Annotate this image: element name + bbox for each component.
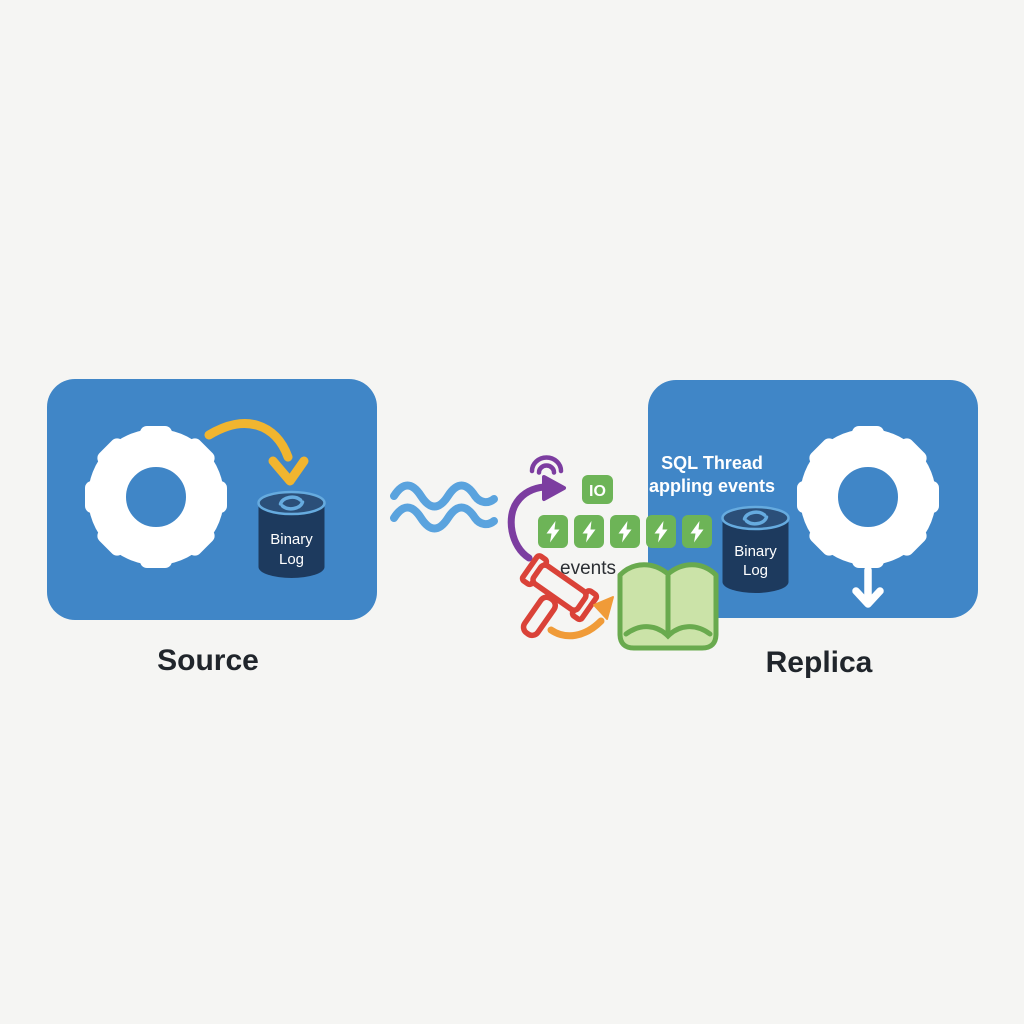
binary-log-label-line2: Log <box>743 562 768 579</box>
replication-pipeline: IO events <box>390 455 719 651</box>
down-arrow-icon <box>852 566 884 608</box>
lightning-bolt-icon <box>538 515 568 548</box>
lightning-bolt-icon <box>682 515 712 548</box>
replica-label: Replica <box>766 646 873 679</box>
io-badge-label: IO <box>589 483 606 500</box>
waves-icon <box>390 481 498 533</box>
sql-thread-caption-line2: appling events <box>649 476 775 496</box>
gear-icon <box>797 426 939 568</box>
source-box: Binary Log Source <box>47 379 377 677</box>
binary-log-label-line2: Log <box>279 551 304 568</box>
sql-thread-caption-line1: SQL Thread <box>661 453 763 473</box>
database-cylinder-icon: Binary Log <box>257 490 326 578</box>
open-book-icon <box>617 562 719 651</box>
curved-arrow-up-icon <box>547 596 614 640</box>
lightning-bolt-icon <box>574 515 604 548</box>
events-label: events <box>560 558 616 579</box>
database-cylinder-icon: Binary Log <box>721 505 790 593</box>
binary-log-label-line1: Binary <box>270 531 313 548</box>
source-label: Source <box>157 644 259 677</box>
io-thread-badge: IO <box>582 475 613 504</box>
gear-icon <box>85 426 227 568</box>
hammer-icon <box>519 553 600 639</box>
lightning-bolt-icon <box>610 515 640 548</box>
lightning-bolt-icon <box>646 515 676 548</box>
curved-arrow-down-icon <box>204 419 309 486</box>
signal-curved-arrow-icon <box>507 455 566 562</box>
event-stream <box>538 515 712 548</box>
binary-log-label-line1: Binary <box>734 543 777 560</box>
replica-box: SQL Thread appling events Binary Log Rep… <box>648 380 978 679</box>
